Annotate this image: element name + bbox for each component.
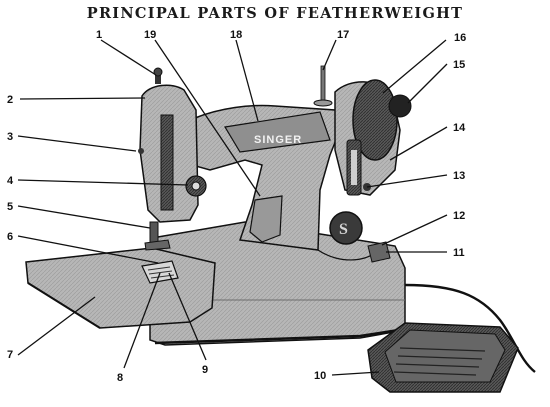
label-13: 13 [453, 170, 465, 182]
stitch-regulator [367, 241, 391, 263]
needle-plate [141, 260, 179, 284]
brand-decal: SINGER [254, 134, 302, 146]
label-8: 8 [117, 372, 123, 384]
label-6: 6 [7, 231, 13, 243]
label-1: 1 [96, 29, 102, 41]
label-17: 17 [337, 29, 349, 41]
label-9: 9 [202, 364, 208, 376]
label-10: 10 [314, 370, 326, 382]
leader-lines [17, 39, 448, 376]
label-3: 3 [7, 131, 13, 143]
power-cord [404, 283, 536, 373]
label-4: 4 [7, 175, 14, 187]
svg-text:S: S [339, 221, 348, 238]
label-5: 5 [7, 201, 13, 213]
label-2: 2 [7, 94, 13, 106]
label-12: 12 [453, 210, 465, 222]
callout-labels: 1 2 3 4 5 6 7 8 9 10 11 12 13 14 15 16 1… [7, 29, 466, 384]
label-16: 16 [454, 32, 466, 44]
label-18: 18 [230, 29, 242, 41]
machine-arm: SINGER S [191, 104, 381, 261]
label-7: 7 [7, 349, 13, 361]
foot-controller [367, 322, 519, 393]
spool-pin [313, 65, 333, 107]
label-14: 14 [453, 122, 466, 134]
label-19: 19 [144, 29, 156, 41]
label-15: 15 [453, 59, 465, 71]
handwheel-assembly [334, 79, 412, 196]
diagram-title: PRINCIPAL PARTS OF FEATHERWEIGHT [86, 5, 464, 22]
machine-head [138, 67, 207, 251]
label-11: 11 [453, 247, 465, 259]
